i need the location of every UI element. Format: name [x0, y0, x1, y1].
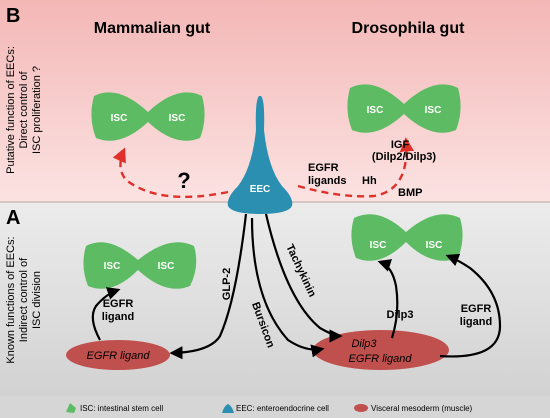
arrow-eec-to-mammalian-isc — [112, 147, 229, 199]
isc-pair-a-left: ISC ISC — [83, 242, 197, 289]
legend-background — [0, 396, 550, 418]
legend-isc: ISC: intestinal stem cell — [80, 404, 163, 413]
arrow-bursicon — [250, 217, 325, 358]
egfr-ligand-left-1: EGFR — [103, 298, 134, 310]
arrow-left-mesoderm-to-isc — [91, 287, 121, 341]
hh-label: Hh — [362, 175, 377, 187]
mesoderm-right-label-1: Dilp3 — [351, 338, 377, 350]
glp2-label: GLP-2 — [221, 268, 233, 300]
arrow-tachykinin — [264, 213, 343, 343]
mesoderm-right: Dilp3 EGFR ligand — [313, 330, 449, 370]
mesoderm-left-label: EGFR ligand — [87, 350, 151, 362]
svg-text:Direct control of: Direct control of — [18, 71, 30, 149]
mesoderm-right-label-2: EGFR ligand — [349, 353, 413, 365]
legend: ISC: intestinal stem cell EEC: enteroend… — [66, 403, 473, 413]
isc-label: ISC — [104, 261, 121, 272]
arrow-egfr-to-isc-right — [439, 253, 502, 358]
isc-label: ISC — [158, 261, 175, 272]
muscle-legend-icon — [354, 404, 368, 412]
eec-label: EEC — [250, 184, 271, 195]
mesoderm-left: EGFR ligand — [66, 340, 170, 370]
eec-legend-icon — [222, 404, 234, 413]
isc-label: ISC — [370, 240, 387, 251]
svg-text:Putative function of EECs:: Putative function of EECs: — [5, 46, 17, 174]
isc-label: ISC — [367, 105, 384, 116]
isc-label: ISC — [111, 113, 128, 124]
egfr-ligand-left-2: ligand — [102, 311, 134, 323]
panel-b-letter: B — [6, 5, 20, 27]
isc-pair-b-left: ISC ISC — [91, 92, 205, 141]
panel-b-side-label: Putative function of EECs: Direct contro… — [5, 46, 43, 174]
title-drosophila-gut: Drosophila gut — [352, 20, 466, 37]
legend-eec: EEC: enteroendocrine cell — [236, 404, 329, 413]
title-mammalian-gut: Mammalian gut — [94, 20, 211, 37]
isc-legend-icon — [66, 403, 76, 413]
eec-cell: EEC — [227, 96, 293, 214]
question-mark: ? — [177, 168, 190, 193]
panel-a-side-label: Known functions of EECs: Indirect contro… — [5, 236, 43, 363]
arrow-eec-to-drosophila-isc — [297, 137, 415, 198]
isc-pair-a-right: ISC ISC — [351, 214, 463, 261]
igf-label-2: (Dilp2/Dilp3) — [372, 151, 437, 163]
panel-a-background — [0, 202, 550, 396]
panel-a-letter: A — [6, 207, 20, 229]
svg-text:Indirect control of: Indirect control of — [18, 257, 30, 342]
legend-muscle: Visceral mesoderm (muscle) — [371, 404, 473, 413]
bmp-label: BMP — [398, 187, 422, 199]
egfr-ligand-right-2: ligand — [460, 316, 492, 328]
panel-b-background — [0, 0, 550, 202]
isc-label: ISC — [169, 113, 186, 124]
igf-label-1: IGF — [391, 139, 410, 151]
isc-label: ISC — [426, 240, 443, 251]
svg-text:ISC division: ISC division — [31, 271, 43, 329]
egfr-ligand-right-1: EGFR — [461, 303, 492, 315]
dilp3-label: Dilp3 — [387, 309, 414, 321]
isc-pair-b-right: ISC ISC — [347, 84, 461, 133]
egfr-ligands-label-2: ligands — [308, 175, 347, 187]
isc-label: ISC — [425, 105, 442, 116]
arrow-dilp3-to-isc — [377, 259, 399, 339]
arrow-glp2 — [169, 213, 248, 360]
egfr-ligands-label-1: EGFR — [308, 162, 339, 174]
svg-text:ISC proliferation ?: ISC proliferation ? — [31, 66, 43, 154]
svg-text:Known functions of EECs:: Known functions of EECs: — [5, 236, 17, 363]
